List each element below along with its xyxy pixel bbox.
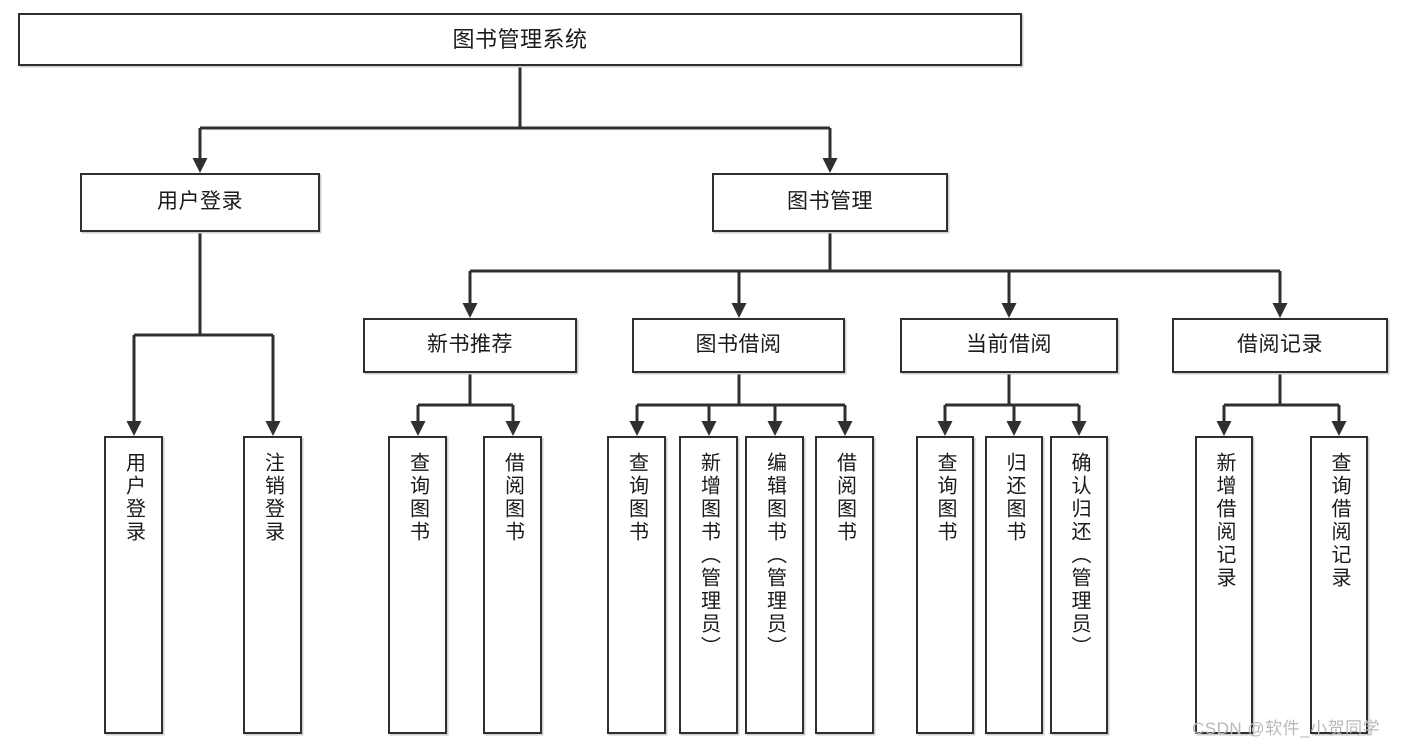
node-l_q3[interactable]: 查询图书 <box>916 436 974 734</box>
node-l_login[interactable]: 用户登录 <box>104 436 163 734</box>
node-l_add[interactable]: 新增图书（管理员） <box>679 436 738 734</box>
node-label: 编辑图书（管理员） <box>763 452 786 659</box>
node-label: 新增图书（管理员） <box>697 452 720 659</box>
watermark: CSDN @软件_小贺同学 <box>1192 719 1381 738</box>
node-l_return[interactable]: 归还图书 <box>985 436 1043 734</box>
edge-newbook-to-l_q1-head <box>410 421 426 436</box>
node-root[interactable]: 图书管理系统 <box>18 13 1022 66</box>
edge-bookmgmt-to-records-head <box>1272 303 1288 318</box>
node-label: 图书管理系统 <box>452 26 588 52</box>
node-l_logout[interactable]: 注销登录 <box>243 436 302 734</box>
edge-bookmgmt-to-current-head <box>1001 303 1017 318</box>
edge-newbook-to-l_b1-head <box>505 421 521 436</box>
node-label: 新书推荐 <box>427 333 513 357</box>
node-bookmgmt[interactable]: 图书管理 <box>712 173 948 232</box>
edge-root-to-login-head <box>192 158 208 173</box>
node-l_q1[interactable]: 查询图书 <box>388 436 447 734</box>
node-label: 新增借阅记录 <box>1213 452 1235 590</box>
edge-login-to-l_login-head <box>126 421 142 436</box>
node-newbook[interactable]: 新书推荐 <box>363 318 577 373</box>
node-label: 查询图书 <box>406 452 429 544</box>
edge-borrow-to-l_q2-head <box>629 421 645 436</box>
node-l_b2[interactable]: 借阅图书 <box>815 436 874 734</box>
edge-current-to-l_q3-head <box>937 421 953 436</box>
edge-bookmgmt-to-newbook-head <box>462 303 478 318</box>
node-label: 当前借阅 <box>966 333 1052 357</box>
node-label: 查询图书 <box>934 452 956 544</box>
node-label: 图书管理 <box>787 190 873 214</box>
node-l_qrec[interactable]: 查询借阅记录 <box>1310 436 1368 734</box>
edge-borrow-to-l_b2-head <box>837 421 853 436</box>
node-label: 查询借阅记录 <box>1328 452 1350 590</box>
node-login[interactable]: 用户登录 <box>80 173 320 232</box>
edge-records-to-l_qrec-head <box>1331 421 1347 436</box>
edge-bookmgmt-to-borrow-head <box>731 303 747 318</box>
node-l_q2[interactable]: 查询图书 <box>607 436 666 734</box>
node-label: 归还图书 <box>1003 452 1025 544</box>
node-l_b1[interactable]: 借阅图书 <box>483 436 542 734</box>
edge-root-to-bookmgmt-head <box>822 158 838 173</box>
edge-current-to-l_return-head <box>1006 421 1022 436</box>
edge-current-to-l_confirm-head <box>1071 421 1087 436</box>
node-label: 图书借阅 <box>695 333 782 357</box>
node-borrow[interactable]: 图书借阅 <box>632 318 845 373</box>
node-label: 确认归还（管理员） <box>1068 452 1090 659</box>
node-l_addrec[interactable]: 新增借阅记录 <box>1195 436 1253 734</box>
edge-records-to-l_addrec-head <box>1216 421 1232 436</box>
node-label: 借阅记录 <box>1237 333 1323 357</box>
node-l_confirm[interactable]: 确认归还（管理员） <box>1050 436 1108 734</box>
edge-borrow-to-l_add-head <box>701 421 717 436</box>
node-label: 借阅图书 <box>501 452 524 544</box>
node-label: 借阅图书 <box>833 452 856 544</box>
node-label: 查询图书 <box>625 452 648 544</box>
node-label: 注销登录 <box>261 452 284 544</box>
edge-borrow-to-l_edit-head <box>767 421 783 436</box>
node-label: 用户登录 <box>122 452 145 544</box>
node-records[interactable]: 借阅记录 <box>1172 318 1388 373</box>
edge-login-to-l_logout-head <box>265 421 281 436</box>
node-label: 用户登录 <box>157 190 243 214</box>
node-l_edit[interactable]: 编辑图书（管理员） <box>745 436 804 734</box>
node-current[interactable]: 当前借阅 <box>900 318 1118 373</box>
